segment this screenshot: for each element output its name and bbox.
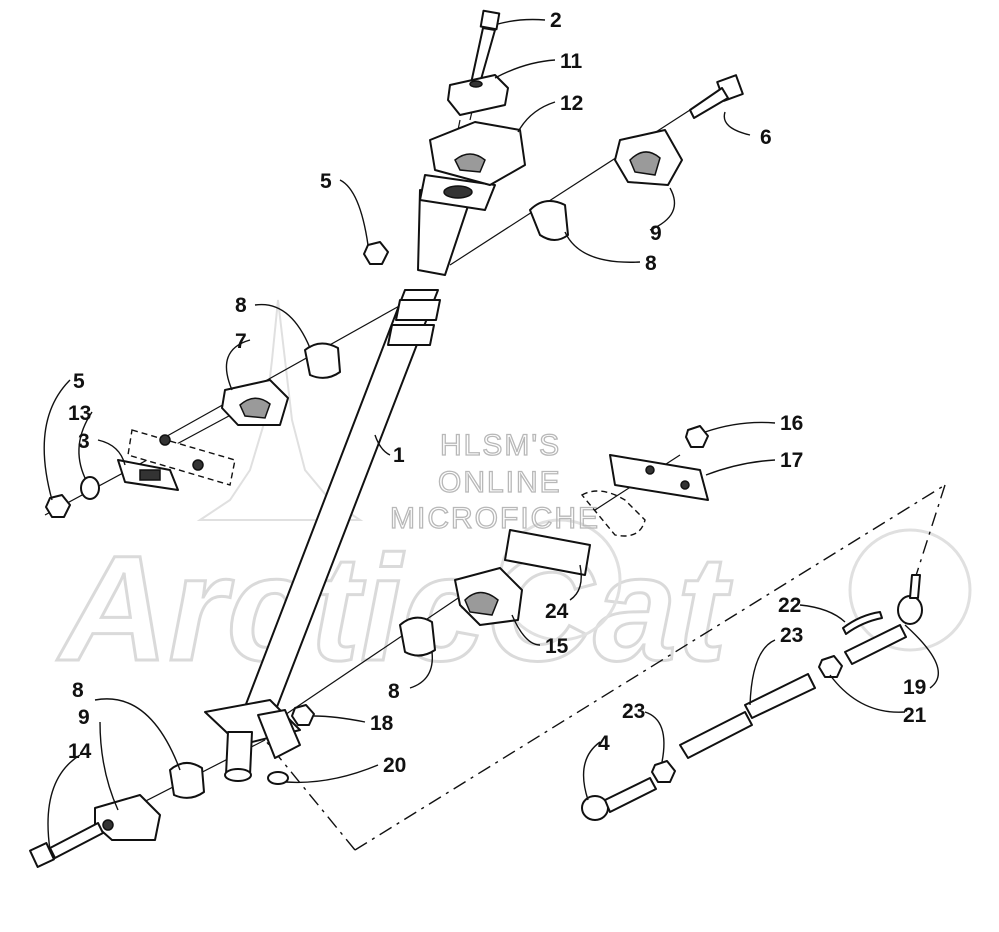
callout-15: 16 <box>780 412 803 435</box>
leader-lines <box>43 18 939 851</box>
callout-5-upper: 5 <box>320 170 332 193</box>
tie-rod-end-18 <box>844 574 923 665</box>
callout-19: 22 <box>778 594 801 617</box>
bracket-outline <box>580 490 646 537</box>
axis-lower <box>269 589 471 726</box>
axis-upper-left <box>159 299 411 441</box>
nut-21 <box>818 655 843 678</box>
callout-6: 6 <box>760 126 772 149</box>
callout-3: 4 <box>598 732 610 755</box>
steering-post <box>204 174 496 782</box>
callout-20: 20 <box>383 754 406 777</box>
callout-9-upper: 9 <box>650 222 662 245</box>
mount-block-11 <box>429 121 526 186</box>
callout-14: 15 <box>545 635 569 658</box>
nut-23 <box>651 760 676 783</box>
tie-rod-end-3 <box>581 777 657 821</box>
nut-15 <box>685 425 709 448</box>
watermark-line3: MICROFICHE <box>390 502 600 535</box>
block-9-lower <box>94 794 161 841</box>
cap-block-10 <box>447 74 509 116</box>
bolt-6 <box>689 74 744 119</box>
watermark-line1: HLSM'S <box>440 429 561 462</box>
callout-8-left: 8 <box>235 294 247 317</box>
tie-rod-group-line-left <box>264 739 356 851</box>
callout-5-lower: 5 <box>73 370 85 393</box>
callout-10: 11 <box>560 50 583 73</box>
callout-labels: 2 11 12 5 6 9 8 8 7 1 5 13 3 16 17 24 15… <box>68 9 927 777</box>
callout-21: 21 <box>903 704 927 727</box>
washer-12 <box>80 476 100 500</box>
cotter-pin-19 <box>842 611 883 635</box>
nut-17 <box>291 704 315 726</box>
bushing-8-upper <box>529 200 569 241</box>
nut-5-lower <box>45 494 71 518</box>
plate-16 <box>609 454 709 501</box>
bolt-13 <box>29 822 104 868</box>
plate-24 <box>504 529 591 576</box>
callout-8-lower: 8 <box>72 679 84 702</box>
plate-outline <box>127 429 236 486</box>
watermark-logo: ArcticCat <box>56 524 733 692</box>
bushing-8-mid <box>399 616 436 657</box>
callout-2: 3 <box>78 430 90 453</box>
bushing-8-lower <box>169 762 205 799</box>
callout-8-upper: 8 <box>645 252 657 275</box>
axis-mid-left <box>44 409 241 516</box>
callout-4: 2 <box>550 9 562 32</box>
callout-9-lower: 9 <box>78 706 90 729</box>
nut-5-upper <box>363 241 389 265</box>
callout-17: 18 <box>370 712 394 735</box>
bushing-8-left <box>304 342 341 379</box>
callout-8-mid: 8 <box>388 680 400 703</box>
callout-18: 19 <box>903 676 926 699</box>
callout-22: 23 <box>780 624 803 647</box>
callout-12: 13 <box>68 402 91 425</box>
callout-23: 23 <box>622 700 645 723</box>
watermark-line2: ONLINE <box>438 466 562 499</box>
tie-rod-22 <box>679 673 816 759</box>
washer-20 <box>267 771 289 785</box>
callout-1: 1 <box>393 444 405 467</box>
callout-24: 24 <box>545 600 569 623</box>
callout-7: 7 <box>235 330 247 353</box>
callout-16: 17 <box>780 449 803 472</box>
watermark: ArcticCat HLSM'S ONLINE MICROFICHE <box>55 299 972 694</box>
callout-13: 14 <box>68 740 92 763</box>
callout-11: 12 <box>560 92 583 115</box>
